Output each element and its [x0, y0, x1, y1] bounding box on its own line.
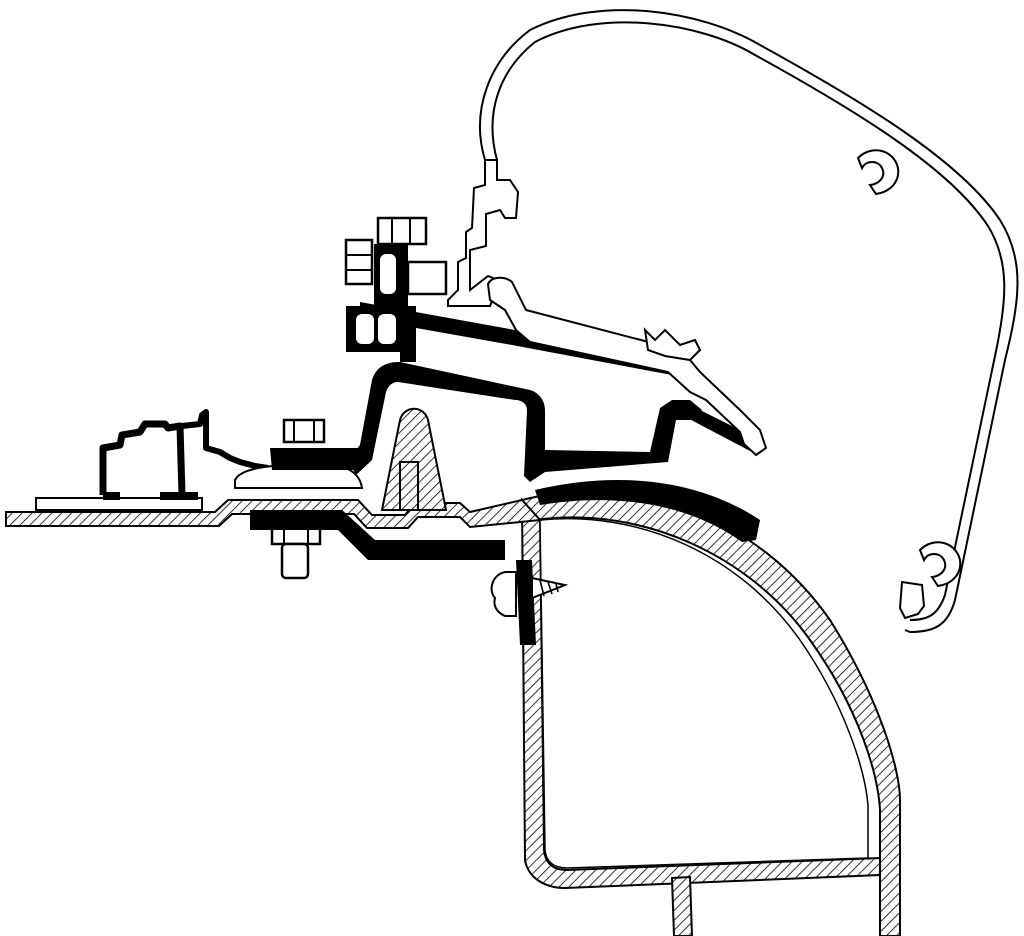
- bolt-icon: [234, 418, 505, 580]
- roof-rail-icon: [99, 409, 269, 500]
- gutter-seal-icon: [380, 407, 448, 511]
- awning-cassette-icon: [447, 9, 1019, 634]
- nut-icon: [344, 216, 448, 352]
- screw-icon: [490, 560, 569, 645]
- vehicle-body-icon: [520, 490, 901, 936]
